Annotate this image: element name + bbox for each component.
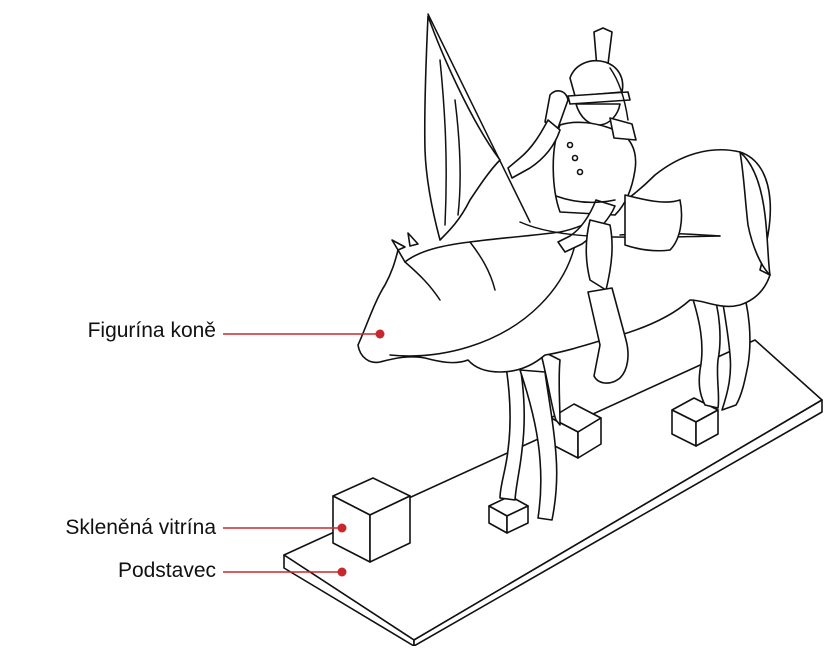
leader-vitrine — [223, 524, 347, 533]
leader-horse — [223, 330, 385, 339]
flag — [425, 14, 530, 240]
label-glass-vitrine: Skleněná vitrína — [65, 516, 216, 540]
label-base: Podstavec — [118, 559, 216, 583]
label-horse-figure: Figurína koně — [88, 319, 216, 343]
